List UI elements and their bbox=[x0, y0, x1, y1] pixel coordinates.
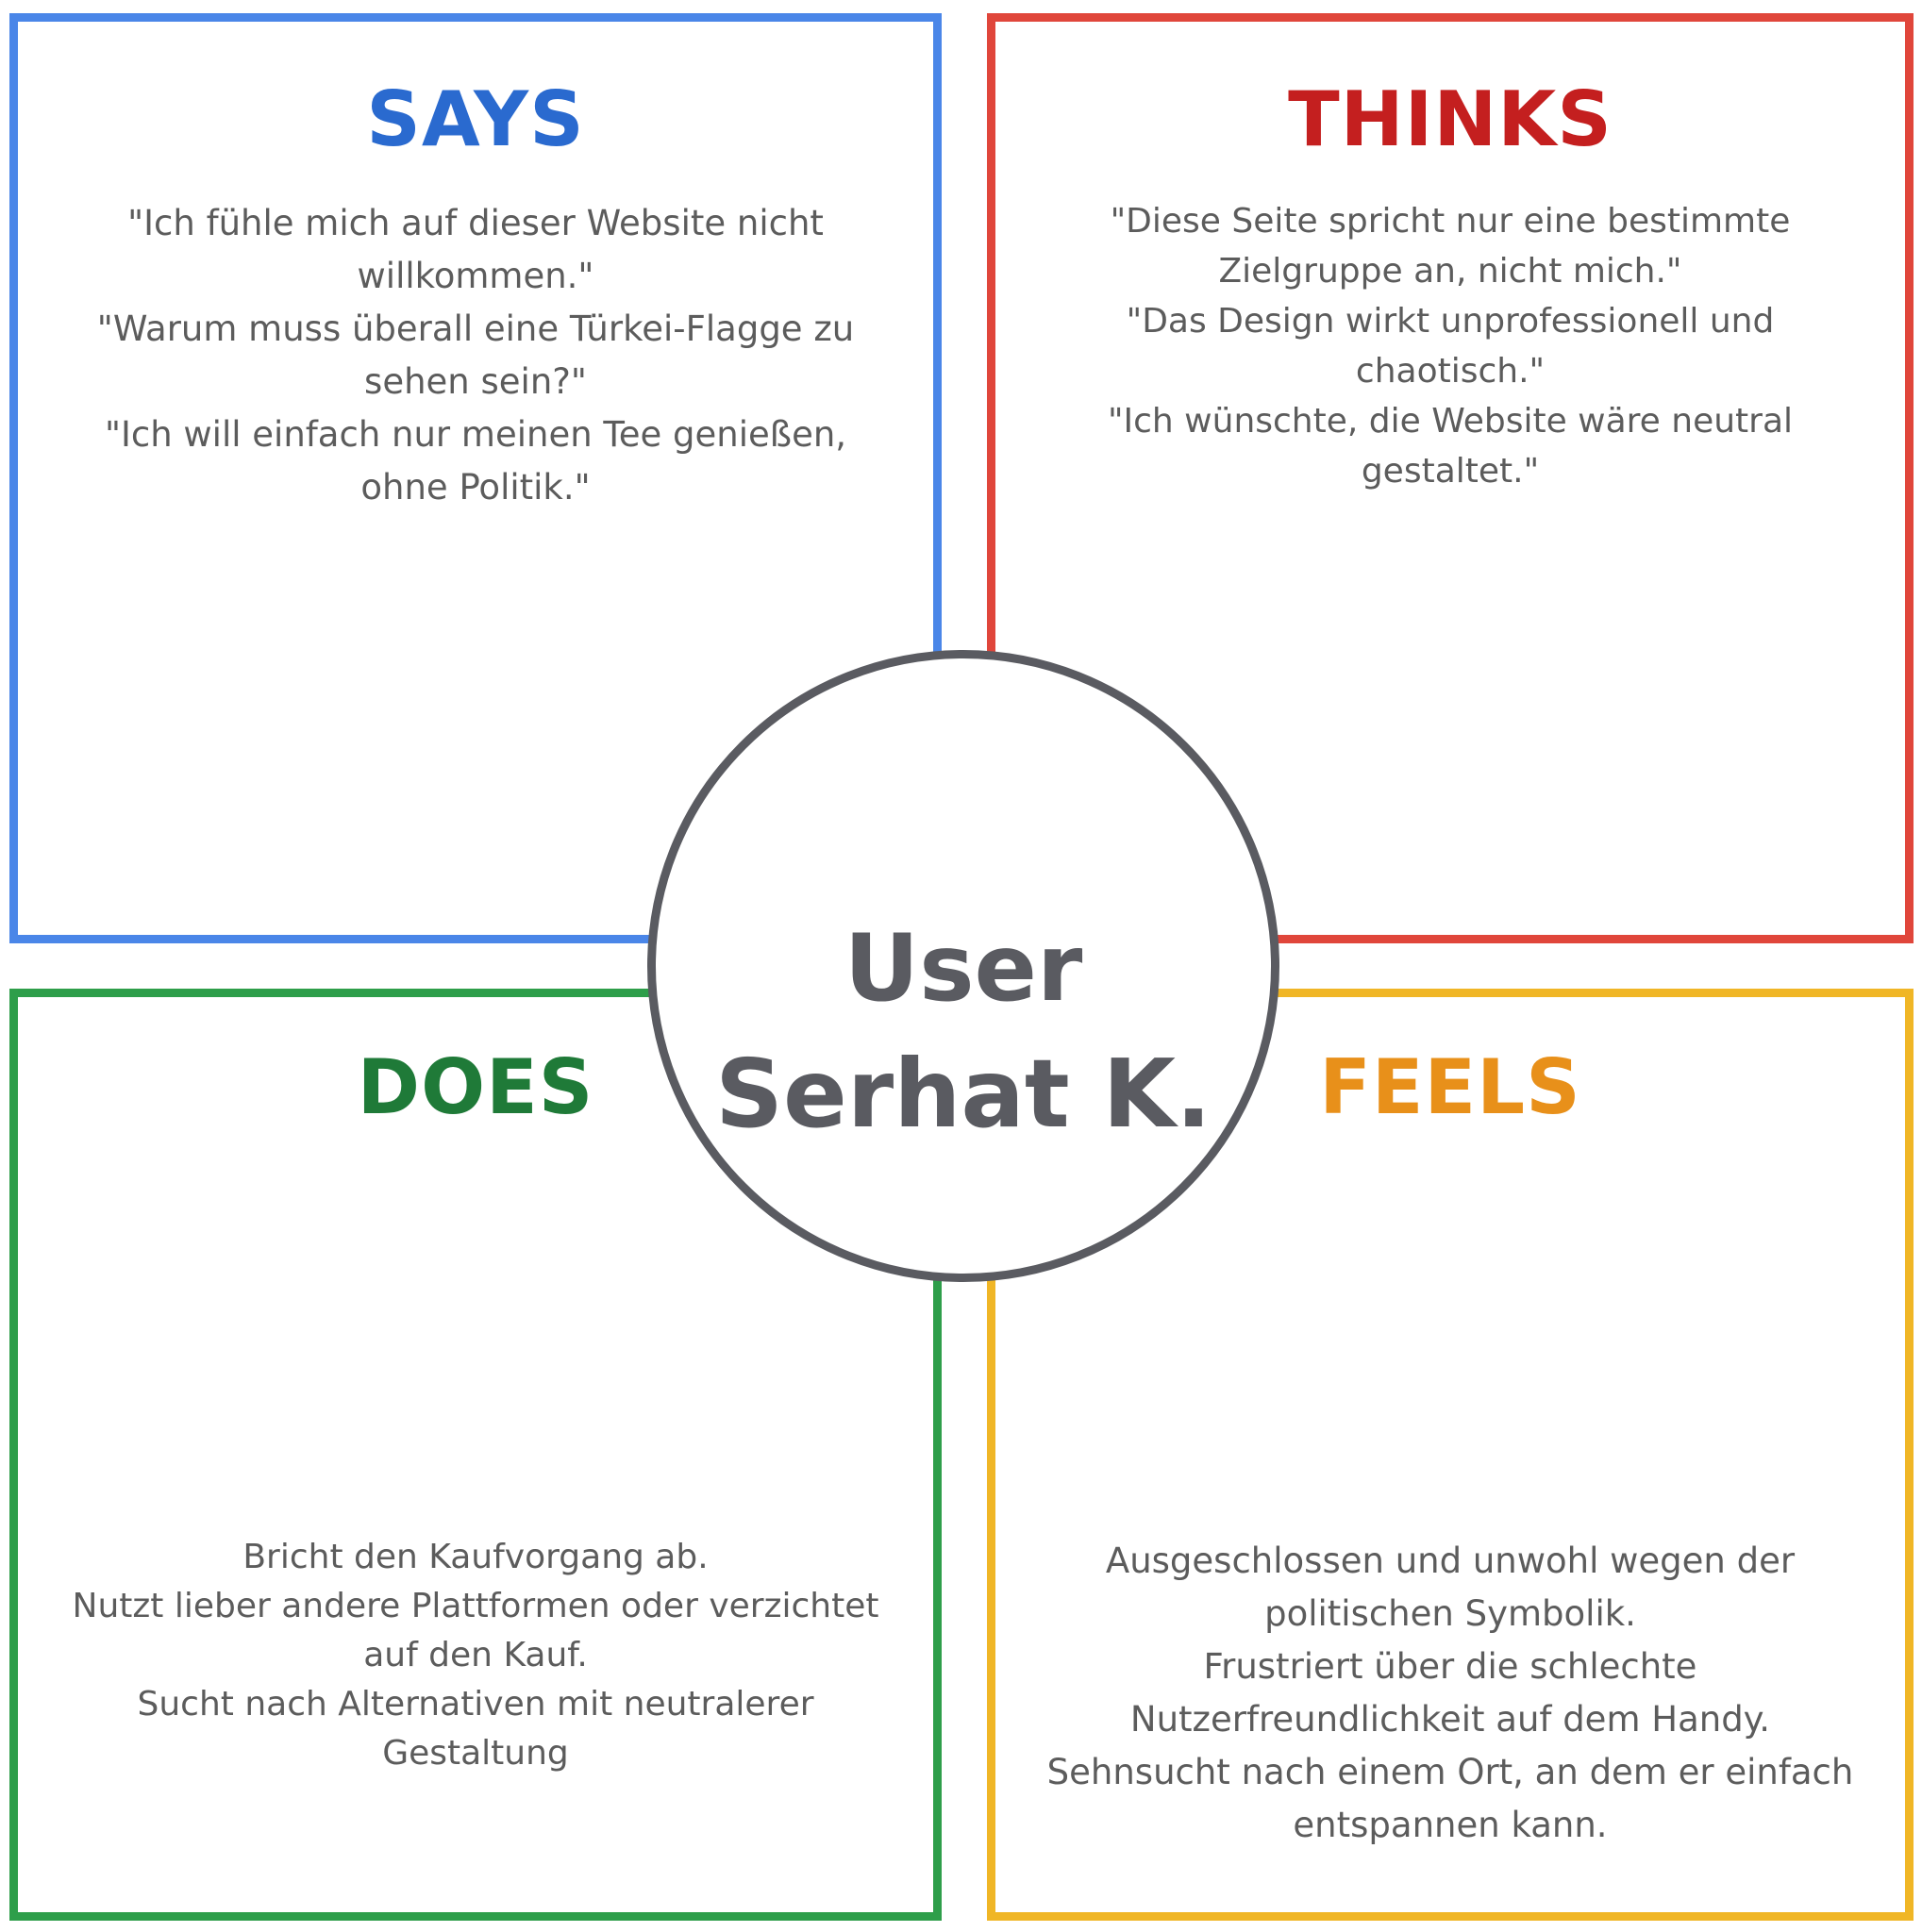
says-text: "Ich fühle mich auf dieser Website nicht… bbox=[56, 197, 895, 514]
feels-title: FEELS bbox=[1319, 1043, 1581, 1131]
says-quadrant: SAYS "Ich fühle mich auf dieser Website … bbox=[9, 13, 942, 943]
thinks-title: THINKS bbox=[1288, 75, 1613, 163]
feels-line: Sehnsucht nach einem Ort, an dem er einf… bbox=[1046, 1752, 1854, 1792]
does-line: auf den Kauf. bbox=[363, 1636, 588, 1674]
feels-line: Nutzerfreundlichkeit auf dem Handy. bbox=[1129, 1699, 1771, 1740]
says-title: SAYS bbox=[366, 75, 585, 163]
does-line: Bricht den Kaufvorgang ab. bbox=[242, 1538, 709, 1576]
feels-text: Ausgeschlossen und unwohl wegen der poli… bbox=[1033, 1535, 1867, 1852]
says-line: ohne Politik." bbox=[360, 467, 591, 508]
feels-line: Ausgeschlossen und unwohl wegen der bbox=[1105, 1541, 1796, 1581]
says-line: "Ich fühle mich auf dieser Website nicht bbox=[127, 203, 824, 243]
does-line: Sucht nach Alternativen mit neutralerer bbox=[137, 1685, 814, 1724]
user-name: Serhat K. bbox=[715, 1039, 1212, 1149]
thinks-line: "Ich wünschte, die Website wäre neutral bbox=[1107, 402, 1794, 441]
says-line: sehen sein?" bbox=[364, 361, 587, 402]
thinks-line: chaotisch." bbox=[1355, 352, 1546, 391]
does-title: DOES bbox=[357, 1043, 594, 1131]
thinks-line: gestaltet." bbox=[1361, 452, 1540, 491]
does-line: Nutzt lieber andere Plattformen oder ver… bbox=[72, 1587, 879, 1625]
thinks-line: Zielgruppe an, nicht mich." bbox=[1218, 252, 1682, 291]
feels-line: Frustriert über die schlechte bbox=[1203, 1646, 1697, 1687]
thinks-line: "Das Design wirkt unprofessionell und bbox=[1126, 302, 1775, 341]
feels-line: entspannen kann. bbox=[1293, 1805, 1608, 1845]
thinks-text: "Diese Seite spricht nur eine bestimmte … bbox=[1033, 196, 1867, 496]
thinks-line: "Diese Seite spricht nur eine bestimmte bbox=[1110, 202, 1791, 241]
does-text: Bricht den Kaufvorgang ab. Nutzt lieber … bbox=[56, 1533, 895, 1778]
user-circle: User Serhat K. bbox=[647, 650, 1279, 1282]
says-line: willkommen." bbox=[357, 256, 594, 296]
feels-line: politischen Symbolik. bbox=[1264, 1593, 1636, 1634]
user-label: User bbox=[844, 915, 1083, 1023]
says-line: "Ich will einfach nur meinen Tee genieße… bbox=[104, 414, 847, 455]
says-line: "Warum muss überall eine Türkei-Flagge z… bbox=[96, 308, 855, 349]
does-line: Gestaltung bbox=[382, 1734, 569, 1773]
